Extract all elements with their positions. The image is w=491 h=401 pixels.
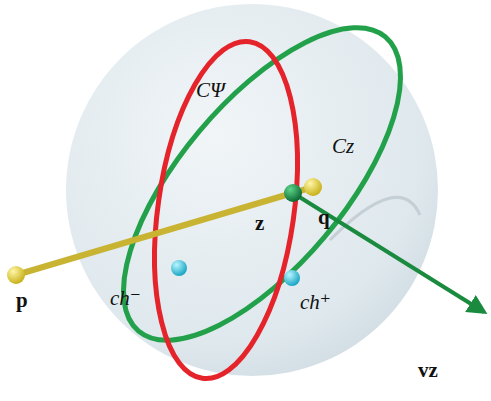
point-q — [304, 178, 322, 196]
point-label: vz — [418, 360, 438, 381]
point-z — [284, 184, 302, 202]
sphere — [66, 4, 438, 376]
segment-pq — [16, 187, 313, 275]
point-label: ch⁺ — [300, 292, 331, 313]
point-label: z — [255, 213, 264, 234]
point-ch-minus — [171, 260, 187, 276]
point-label: q — [318, 207, 330, 228]
point-label: ch⁻ — [110, 288, 141, 309]
vector-vz — [293, 193, 484, 312]
point-label: Cz — [332, 136, 354, 157]
point-p — [7, 266, 25, 284]
point-label: p — [16, 290, 28, 311]
point-ch-plus — [284, 270, 300, 286]
point-label: CΨ — [196, 80, 225, 101]
back-arc — [330, 197, 420, 240]
